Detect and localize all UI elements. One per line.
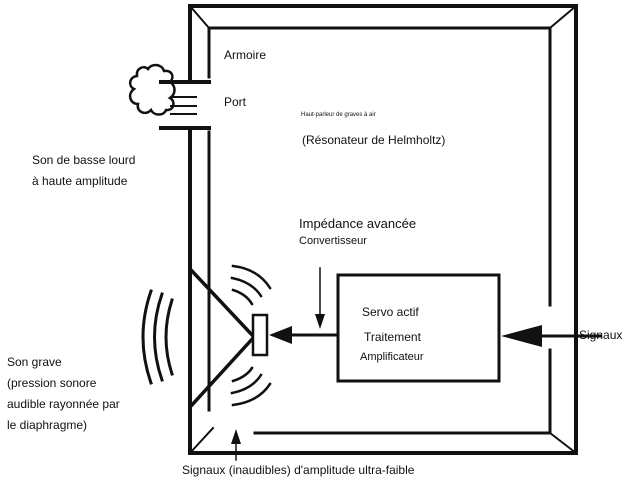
- speaker-diaphragm: [188, 267, 257, 409]
- converter-label: Convertisseur: [299, 235, 367, 247]
- inner-wave-lower-3: [231, 382, 272, 407]
- bass-sound-line-2: à haute amplitude: [32, 174, 128, 188]
- signals-label: Signaux: [579, 328, 623, 342]
- air-puff-cloud: [128, 63, 176, 116]
- inner-wave-lower-2: [230, 373, 263, 395]
- low-sound-line-4: le diaphragme): [7, 418, 88, 432]
- low-sound-label: Son grave (pression sonore audible rayon…: [7, 352, 120, 436]
- cabinet-inner-top: [207, 26, 552, 307]
- inner-wave-upper-3: [231, 264, 272, 290]
- outer-wave-3: [141, 289, 153, 385]
- subwoofer-label: Haut-parleur de graves à air: [301, 112, 376, 118]
- bass-sound-line-1: Son de basse lourd: [32, 153, 136, 167]
- arrow-head-inaudible: [231, 429, 241, 444]
- resonator-label: (Résonateur de Helmholtz): [302, 133, 446, 147]
- inner-wave-upper-1: [231, 288, 254, 306]
- voice-coil: [251, 313, 269, 357]
- arrow-head-signal-input: [501, 325, 542, 347]
- arrow-head-impedance: [315, 314, 325, 329]
- servo-amplifier-box: [336, 273, 501, 383]
- bevel-bottom-right: [548, 431, 578, 455]
- impedance-label: Impédance avancée: [299, 216, 417, 231]
- outer-wave-2: [153, 292, 164, 382]
- processing-label: Traitement: [364, 330, 421, 344]
- inner-wave-upper-2: [230, 276, 263, 298]
- bass-sound-label: Son de basse lourd à haute amplitude: [32, 150, 135, 192]
- cabinet-label: Armoire: [224, 48, 267, 62]
- bevel-top-left: [188, 4, 211, 30]
- low-sound-line-1: Son grave: [7, 355, 62, 369]
- amplifier-label: Amplificateur: [360, 351, 424, 363]
- arrow-head-to-coil: [269, 326, 292, 344]
- inaudible-signals-label: Signaux (inaudibles) d'amplitude ultra-f…: [182, 463, 415, 477]
- outer-wave-1: [164, 298, 174, 376]
- low-sound-line-2: (pression sonore: [7, 376, 97, 390]
- inner-wave-lower-1: [231, 366, 254, 383]
- bevel-top-right: [548, 4, 578, 30]
- cabinet-wall-left-upper: [188, 4, 578, 455]
- port-label: Port: [224, 95, 247, 109]
- low-sound-line-3: audible rayonnée par: [7, 397, 120, 411]
- bevel-bottom-left: [188, 426, 215, 455]
- servo-label: Servo actif: [362, 305, 419, 319]
